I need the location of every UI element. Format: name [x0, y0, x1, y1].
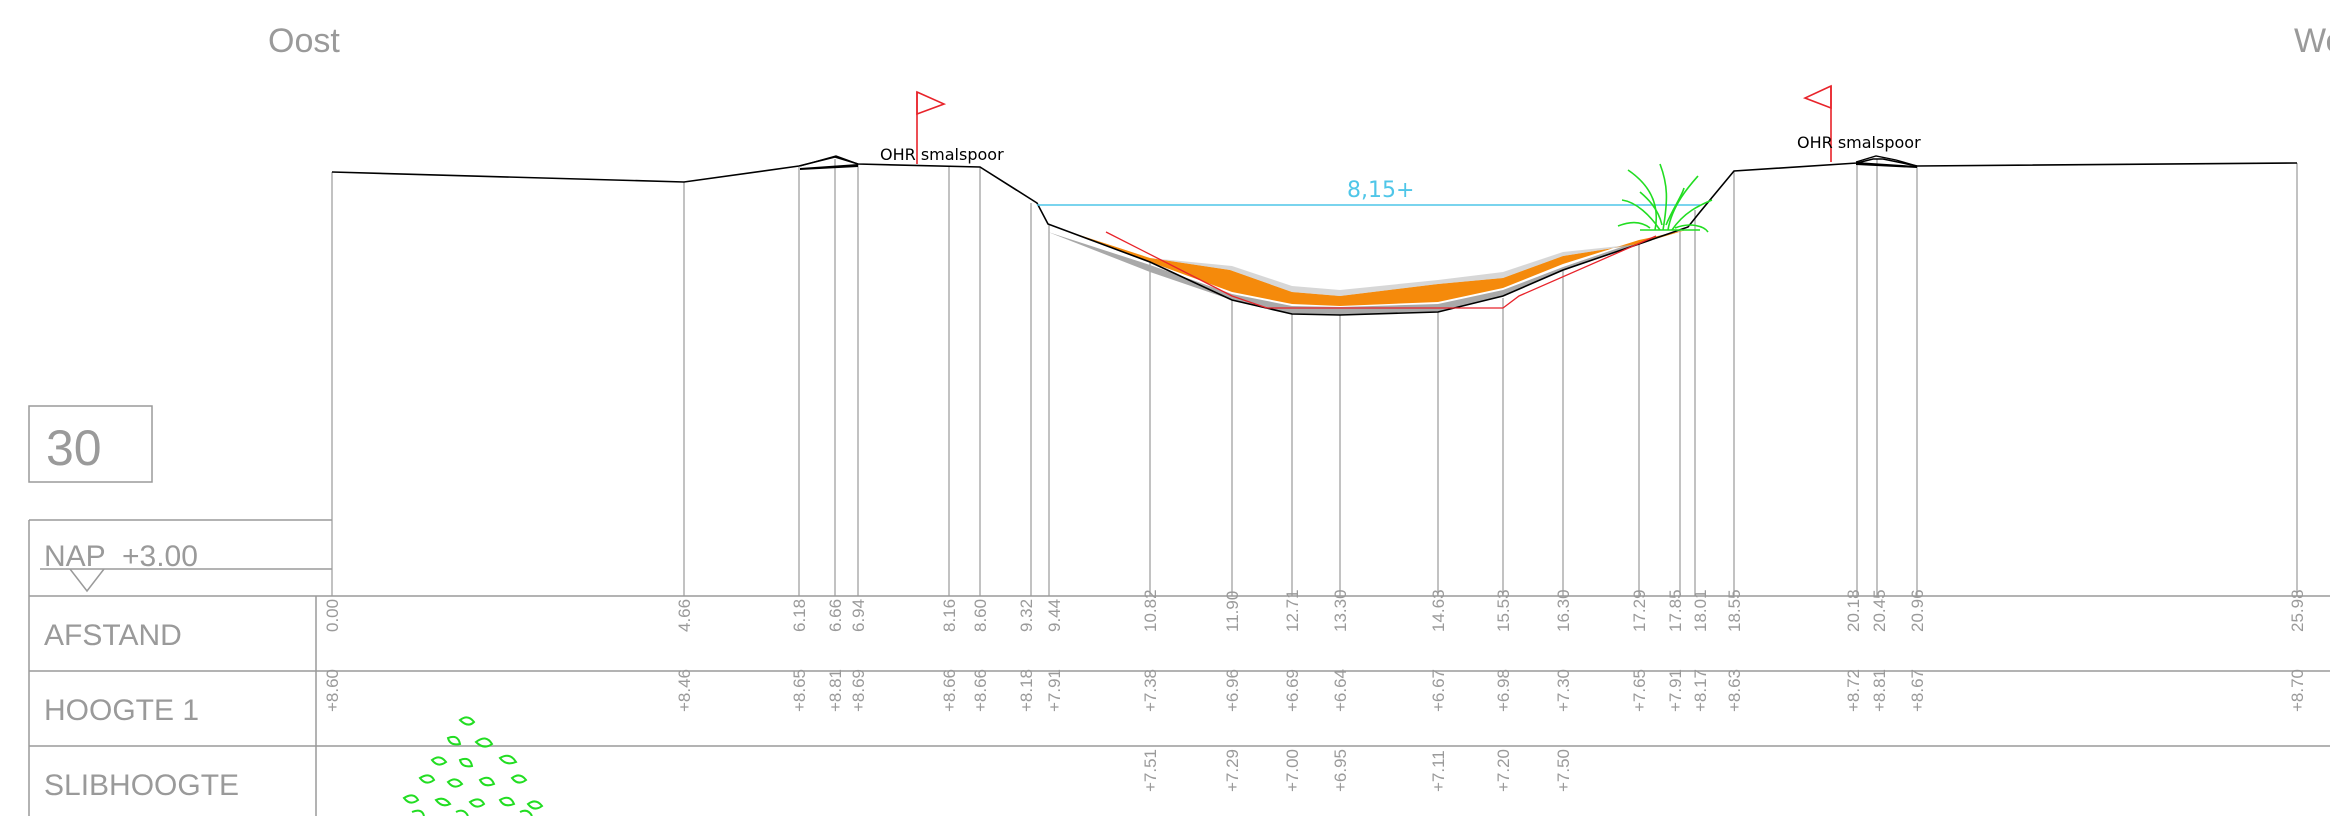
- flag-right: [1802, 84, 1832, 162]
- flag-left: [916, 90, 947, 164]
- distance-tick: 11.90: [1223, 591, 1242, 632]
- profile-number-box: [28, 405, 153, 483]
- height-tick: +7.65: [1630, 669, 1649, 712]
- distance-tick: 8.16: [940, 599, 959, 632]
- sludge-tick: +7.29: [1223, 749, 1242, 792]
- distance-tick: 20.96: [1908, 589, 1927, 632]
- bush-icon: [402, 716, 544, 816]
- height-tick: +8.60: [323, 669, 342, 712]
- row-label-height: HOOGTE 1: [44, 694, 199, 727]
- distance-tick: 8.60: [971, 599, 990, 632]
- height-tick: +7.38: [1141, 669, 1160, 712]
- distance-tick: 6.66: [826, 599, 845, 632]
- structure-right: [1856, 162, 1917, 168]
- row-label-distance: AFSTAND: [44, 619, 182, 652]
- height-tick: +8.67: [1908, 669, 1927, 712]
- distance-tick: 9.44: [1045, 599, 1064, 632]
- distance-tick: 18.55: [1725, 589, 1744, 632]
- distance-tick: 6.18: [790, 599, 809, 632]
- height-tick: +6.67: [1429, 669, 1448, 712]
- structure-right-roof: [1855, 155, 1918, 167]
- distance-tick: 20.18: [1844, 589, 1863, 632]
- profile-number: 30: [46, 420, 102, 476]
- distance-tick: 0.00: [323, 599, 342, 632]
- sludge-layer: [1058, 228, 1686, 306]
- water-width-label: 8,15+: [1347, 178, 1414, 203]
- datum-level: +3.00: [122, 540, 198, 573]
- reed-plant-icon: [1617, 163, 1713, 233]
- height-tick: +8.63: [1725, 669, 1744, 712]
- sludge-tick: +7.00: [1283, 749, 1302, 792]
- distance-tick: 25.98: [2288, 589, 2307, 632]
- height-tick: +8.81: [1870, 669, 1889, 712]
- datum-name: NAP: [44, 540, 106, 573]
- height-tick: +8.72: [1844, 669, 1863, 712]
- orientation-left: Oost: [268, 22, 340, 60]
- height-tick: +8.66: [940, 669, 959, 712]
- distance-tick: 13.30: [1331, 589, 1350, 632]
- distance-tick: 14.63: [1429, 589, 1448, 632]
- height-tick: +8.69: [849, 669, 868, 712]
- distance-tick: 15.53: [1494, 589, 1513, 632]
- height-tick-labels: +8.60+8.46+8.65+8.81+8.69+8.66+8.66+8.18…: [323, 669, 2307, 712]
- distance-tick: 6.94: [849, 599, 868, 632]
- height-tick: +6.69: [1283, 669, 1302, 712]
- height-tick: +7.91: [1666, 669, 1685, 712]
- structure-left: [800, 164, 858, 170]
- sludge-tick: +7.20: [1494, 749, 1513, 792]
- orientation-right: West: [2294, 22, 2330, 60]
- distance-tick: 9.32: [1017, 599, 1036, 632]
- sludge-tick: +6.95: [1331, 749, 1350, 792]
- sludge-top-shade: [1150, 244, 1639, 296]
- structure-label-left: OHR smalspoor: [880, 145, 1004, 164]
- distance-tick: 18.01: [1691, 589, 1710, 632]
- sludge-tick: +7.51: [1141, 749, 1160, 792]
- distance-tick: 17.29: [1630, 589, 1649, 632]
- height-tick: +8.46: [675, 669, 694, 712]
- height-tick: +7.91: [1045, 669, 1064, 712]
- height-tick: +8.65: [790, 669, 809, 712]
- height-tick: +7.30: [1554, 669, 1573, 712]
- distance-tick: 16.30: [1554, 589, 1573, 632]
- height-tick: +8.17: [1691, 669, 1710, 712]
- station-lines: [331, 159, 2298, 596]
- height-tick: +6.98: [1494, 669, 1513, 712]
- data-table: [29, 595, 2330, 816]
- height-tick: +8.66: [971, 669, 990, 712]
- height-tick: +6.96: [1223, 669, 1242, 712]
- distance-tick: 20.45: [1870, 589, 1889, 632]
- distance-tick: 12.71: [1283, 589, 1302, 632]
- distance-tick: 17.85: [1666, 589, 1685, 632]
- design-profile: [1105, 231, 1657, 309]
- row-label-sludge: SLIBHOOGTE: [44, 769, 239, 802]
- sludge-tick: +7.11: [1429, 750, 1448, 792]
- sludge-tick-labels: +7.51 +7.29 +7.00 +6.95 +7.11 +7.20 +7.50: [1141, 749, 1573, 792]
- distance-tick: 4.66: [675, 599, 694, 632]
- sludge-tick: +7.50: [1554, 749, 1573, 792]
- height-tick: +8.18: [1017, 669, 1036, 712]
- structure-left-roof: [799, 155, 859, 167]
- height-tick: +6.64: [1331, 669, 1350, 712]
- reference-level: NAP +3.00: [28, 519, 332, 816]
- height-tick: +8.81: [826, 669, 845, 712]
- height-tick: +8.70: [2288, 669, 2307, 712]
- structure-label-right: OHR smalspoor: [1797, 133, 1921, 152]
- distance-tick: 10.82: [1141, 589, 1160, 632]
